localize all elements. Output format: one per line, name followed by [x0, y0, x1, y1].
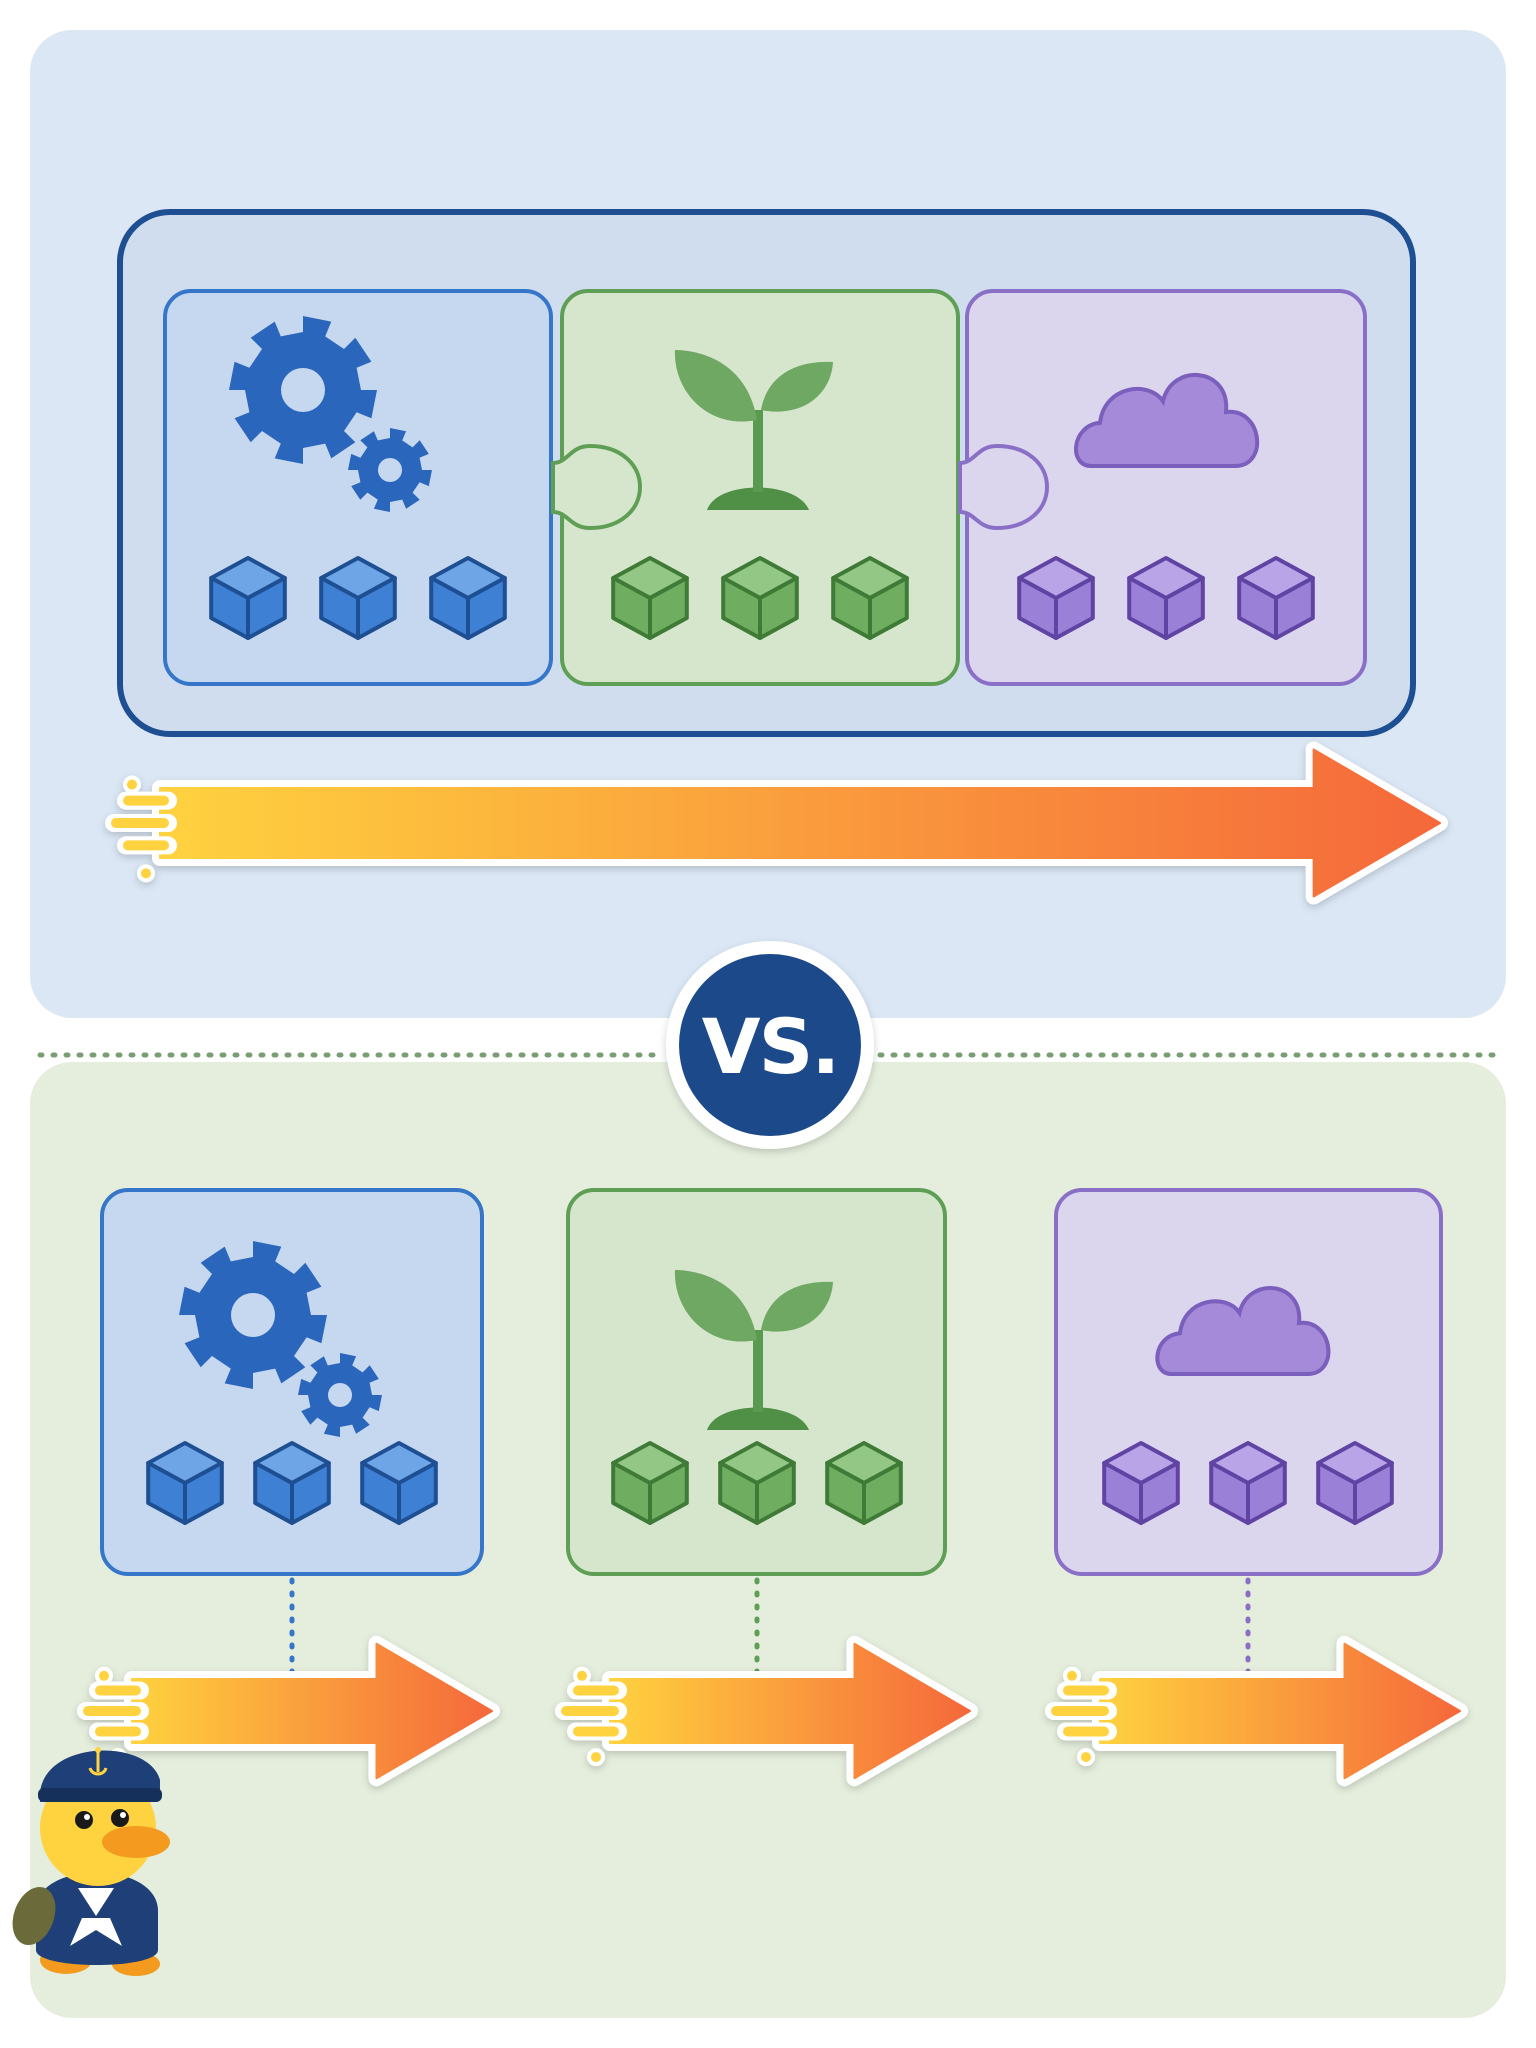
- cube-icon: [611, 1441, 689, 1525]
- speed-lines: [1045, 1666, 1117, 1767]
- top-cubes: [209, 556, 1315, 640]
- puzzle-tab-1: [551, 443, 643, 531]
- bottom-cubes: [146, 1441, 1394, 1525]
- cube-icon: [209, 556, 287, 640]
- cube-icon: [825, 1441, 903, 1525]
- cube-icon: [1017, 556, 1095, 640]
- vs-label: VS.: [702, 1002, 838, 1091]
- right-leaf: [761, 361, 833, 412]
- cube-icon: [831, 556, 909, 640]
- gears-icon: [179, 1241, 382, 1437]
- sprout-icon: [674, 1270, 833, 1430]
- cube-icon: [611, 556, 689, 640]
- speed-lines: [77, 1666, 149, 1767]
- soil-mound: [707, 1407, 809, 1430]
- left-leaf: [674, 1270, 757, 1342]
- flow-arrow: [77, 1635, 500, 1787]
- large-gear: [179, 1241, 327, 1389]
- soil-mound: [707, 487, 809, 510]
- speed-lines: [105, 775, 177, 883]
- cloud-icon: [1074, 373, 1260, 468]
- cube-icon: [429, 556, 507, 640]
- cube-icon: [360, 1441, 438, 1525]
- flow-arrows-separate: [77, 1635, 1468, 1787]
- right-leaf: [761, 1281, 833, 1332]
- cube-icon: [718, 1441, 796, 1525]
- cloud-icon: [1155, 1286, 1331, 1376]
- flow-arrow: [1045, 1635, 1468, 1787]
- puzzle-tab-2: [958, 443, 1050, 531]
- cube-icon: [253, 1441, 331, 1525]
- sprout-icon: [674, 350, 833, 510]
- small-gear: [348, 428, 432, 512]
- cube-icon: [1316, 1441, 1394, 1525]
- cube-icon: [1127, 556, 1205, 640]
- flow-arrow: [555, 1635, 978, 1787]
- cube-icon: [1237, 556, 1315, 640]
- sailor-duck-icon: [12, 1747, 170, 1976]
- speed-lines: [555, 1666, 627, 1767]
- vs-badge: VS.: [666, 941, 874, 1149]
- cube-icon: [721, 556, 799, 640]
- cube-icon: [1209, 1441, 1287, 1525]
- cube-icon: [319, 556, 397, 640]
- gears-icon: [229, 316, 432, 512]
- small-gear: [298, 1353, 382, 1437]
- left-leaf: [674, 350, 757, 422]
- cube-icon: [1102, 1441, 1180, 1525]
- flow-arrow: [105, 741, 1448, 905]
- large-gear: [229, 316, 377, 464]
- cube-icon: [146, 1441, 224, 1525]
- flow-arrow-combined: [105, 741, 1448, 905]
